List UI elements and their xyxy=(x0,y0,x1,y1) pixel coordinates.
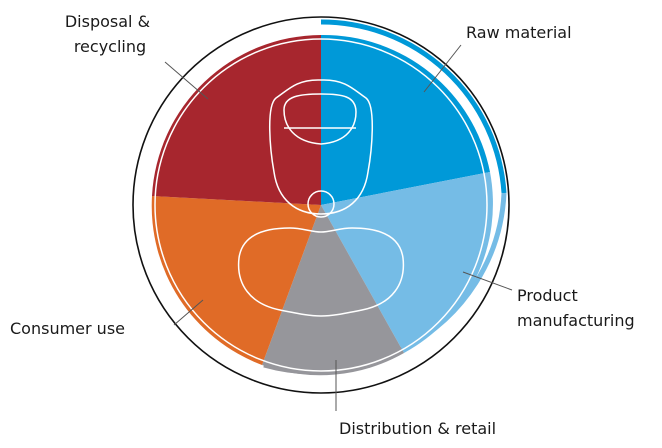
segment-raw-material xyxy=(321,34,490,205)
raw-material-rim xyxy=(320,19,507,194)
leader-consumer-use xyxy=(173,299,204,326)
label-product-manufacturing-line1: Product xyxy=(517,286,578,305)
segment-distribution-retail xyxy=(262,205,404,376)
center-hub xyxy=(307,190,335,218)
mouse-outline-illustration xyxy=(237,79,405,317)
leader-disposal-recycling xyxy=(164,61,209,100)
segments xyxy=(151,34,493,376)
outer-ring xyxy=(132,16,510,394)
label-product-manufacturing: Product manufacturing xyxy=(517,286,635,330)
label-disposal-recycling: Disposal & recycling xyxy=(65,12,155,56)
mouse-body-outline xyxy=(268,79,374,215)
label-disposal-recycling-line1: Disposal & xyxy=(65,12,150,31)
leader-product-manufacturing xyxy=(462,271,513,291)
label-disposal-recycling-line2: recycling xyxy=(74,37,146,56)
label-product-manufacturing-line2: manufacturing xyxy=(517,311,635,330)
leader-lines xyxy=(164,44,513,411)
segment-consumer-use xyxy=(151,196,321,365)
label-raw-material: Raw material xyxy=(466,23,572,42)
label-consumer-use: Consumer use xyxy=(10,319,125,338)
segment-disposal-recycling xyxy=(152,35,321,205)
mouse-base-outline xyxy=(237,227,405,317)
leader-raw-material xyxy=(423,44,462,93)
segment-product-manufacturing xyxy=(321,172,493,353)
inner-white-ring xyxy=(154,38,488,372)
mouse-button-outline xyxy=(283,93,357,145)
label-distribution-retail: Distribution & retail xyxy=(339,419,496,438)
